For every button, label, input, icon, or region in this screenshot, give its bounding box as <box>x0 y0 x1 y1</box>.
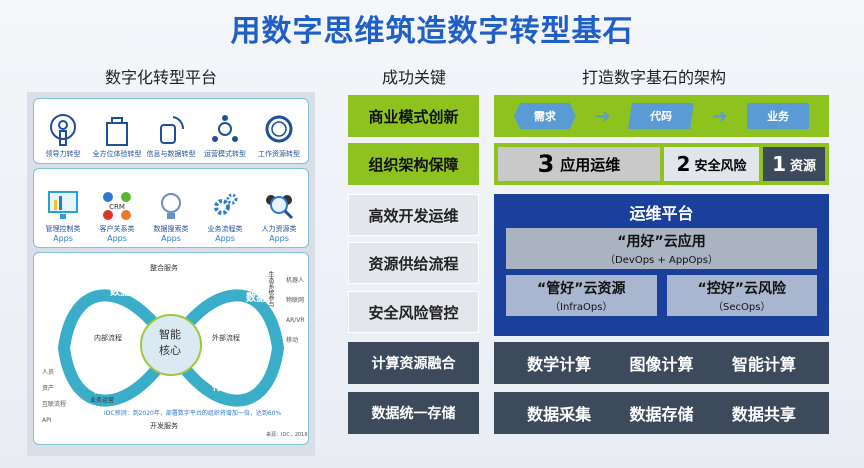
transform-item: 信息与数据转型 <box>145 113 197 159</box>
transform-item: 运营模式转型 <box>199 113 251 159</box>
infinity-loop-graphic <box>57 289 285 407</box>
data-item: 数据采集 <box>527 405 592 424</box>
digital-platform-panel: 领导力转型 全方位体验转型 信息与数据转型 运营模式转型 工作资源转型 管理控制… <box>27 92 315 456</box>
key-item: 组织架构保障 <box>348 143 479 185</box>
outer-label: 外部流程 <box>212 334 240 342</box>
key-item: 资源供给流程 <box>348 242 479 284</box>
crm-icon: CRM <box>103 192 131 220</box>
svg-text:CRM: CRM <box>109 203 125 211</box>
data-device-icon <box>160 116 185 144</box>
ops-arc-label: 业务运营 <box>90 397 115 404</box>
header-right: 打造数字基石的架构 <box>582 68 727 87</box>
compute-item: 数学计算 <box>527 355 592 374</box>
data-item: 数据存储 <box>629 405 694 424</box>
network-icon <box>212 115 238 142</box>
key-item: 安全风险管控 <box>348 291 479 333</box>
team-circle-icon <box>265 115 293 143</box>
resource-box: “管好”云资源（InfraOps） <box>506 275 657 316</box>
flow-bar: 需求 ➔ 代码 ➔ 业务 <box>494 95 829 137</box>
compute-item: 图像计算 <box>629 355 694 374</box>
data-row: 数据采集 数据存储 数据共享 <box>494 392 829 434</box>
leader-icon <box>50 114 76 146</box>
key-item: 商业模式创新 <box>348 95 479 137</box>
platform-title: 运维平台 <box>629 204 694 223</box>
action-label: 行动 <box>212 382 232 393</box>
source-note: 来源：IDC，2018 <box>266 432 308 438</box>
header-left: 数字化转型平台 <box>105 68 218 87</box>
bulb-icon <box>161 193 181 219</box>
integration-label: 整合服务 <box>150 264 178 272</box>
idc-note: IDC预测：到2020年，部署数字平台的组织将增加一倍，达到60% <box>104 410 282 417</box>
transform-row: 领导力转型 全方位体验转型 信息与数据转型 运营模式转型 工作资源转型 <box>33 98 309 164</box>
flow-requirement: 需求 <box>513 103 576 129</box>
data-label: 数据 <box>110 287 130 298</box>
data-item: 数据共享 <box>731 405 796 424</box>
chart-monitor-icon <box>48 191 78 219</box>
transform-item: 全方位体验转型 <box>91 113 143 159</box>
flow-code: 代码 <box>628 103 695 129</box>
risk-box: “控好”云风险（SecOps） <box>666 275 817 316</box>
page-title: 用数字思维筑造数字转型基石 <box>230 14 634 49</box>
app-box: “用好”云应用（DevOps + AppOps） <box>506 228 817 269</box>
data-label: 数据 <box>246 293 266 304</box>
people-search-icon <box>266 195 294 220</box>
core-label: 智能核心 <box>159 328 181 357</box>
eco-arc-label: 生态系统参与 <box>267 271 274 307</box>
arrow-right-icon: ➔ <box>595 105 611 127</box>
bag-icon <box>106 117 128 146</box>
ops-platform: 运维平台 “用好”云应用（DevOps + AppOps） “管好”云资源（In… <box>494 194 829 336</box>
insight-label: 洞察 <box>94 385 114 396</box>
key-item: 计算资源融合 <box>348 342 479 384</box>
infinity-diagram: 整合服务 开发服务 智能核心 内部流程 外部流程 数据 数据 洞察 行动 业务运… <box>33 252 309 445</box>
arrow-right-icon: ➔ <box>712 105 728 127</box>
compute-item: 智能计算 <box>731 355 796 374</box>
flow-business: 业务 <box>747 103 810 129</box>
dev-label: 开发服务 <box>150 422 178 430</box>
inner-label: 内部流程 <box>94 334 122 342</box>
compute-row: 数学计算 图像计算 智能计算 <box>494 342 829 384</box>
key-item: 数据统一存储 <box>348 392 479 434</box>
key-item: 高效开发运维 <box>348 194 479 236</box>
header-middle: 成功关键 <box>382 68 447 87</box>
transform-item: 领导力转型 <box>37 113 89 159</box>
gears-icon <box>214 193 238 215</box>
transform-item: 工作资源转型 <box>253 113 305 159</box>
